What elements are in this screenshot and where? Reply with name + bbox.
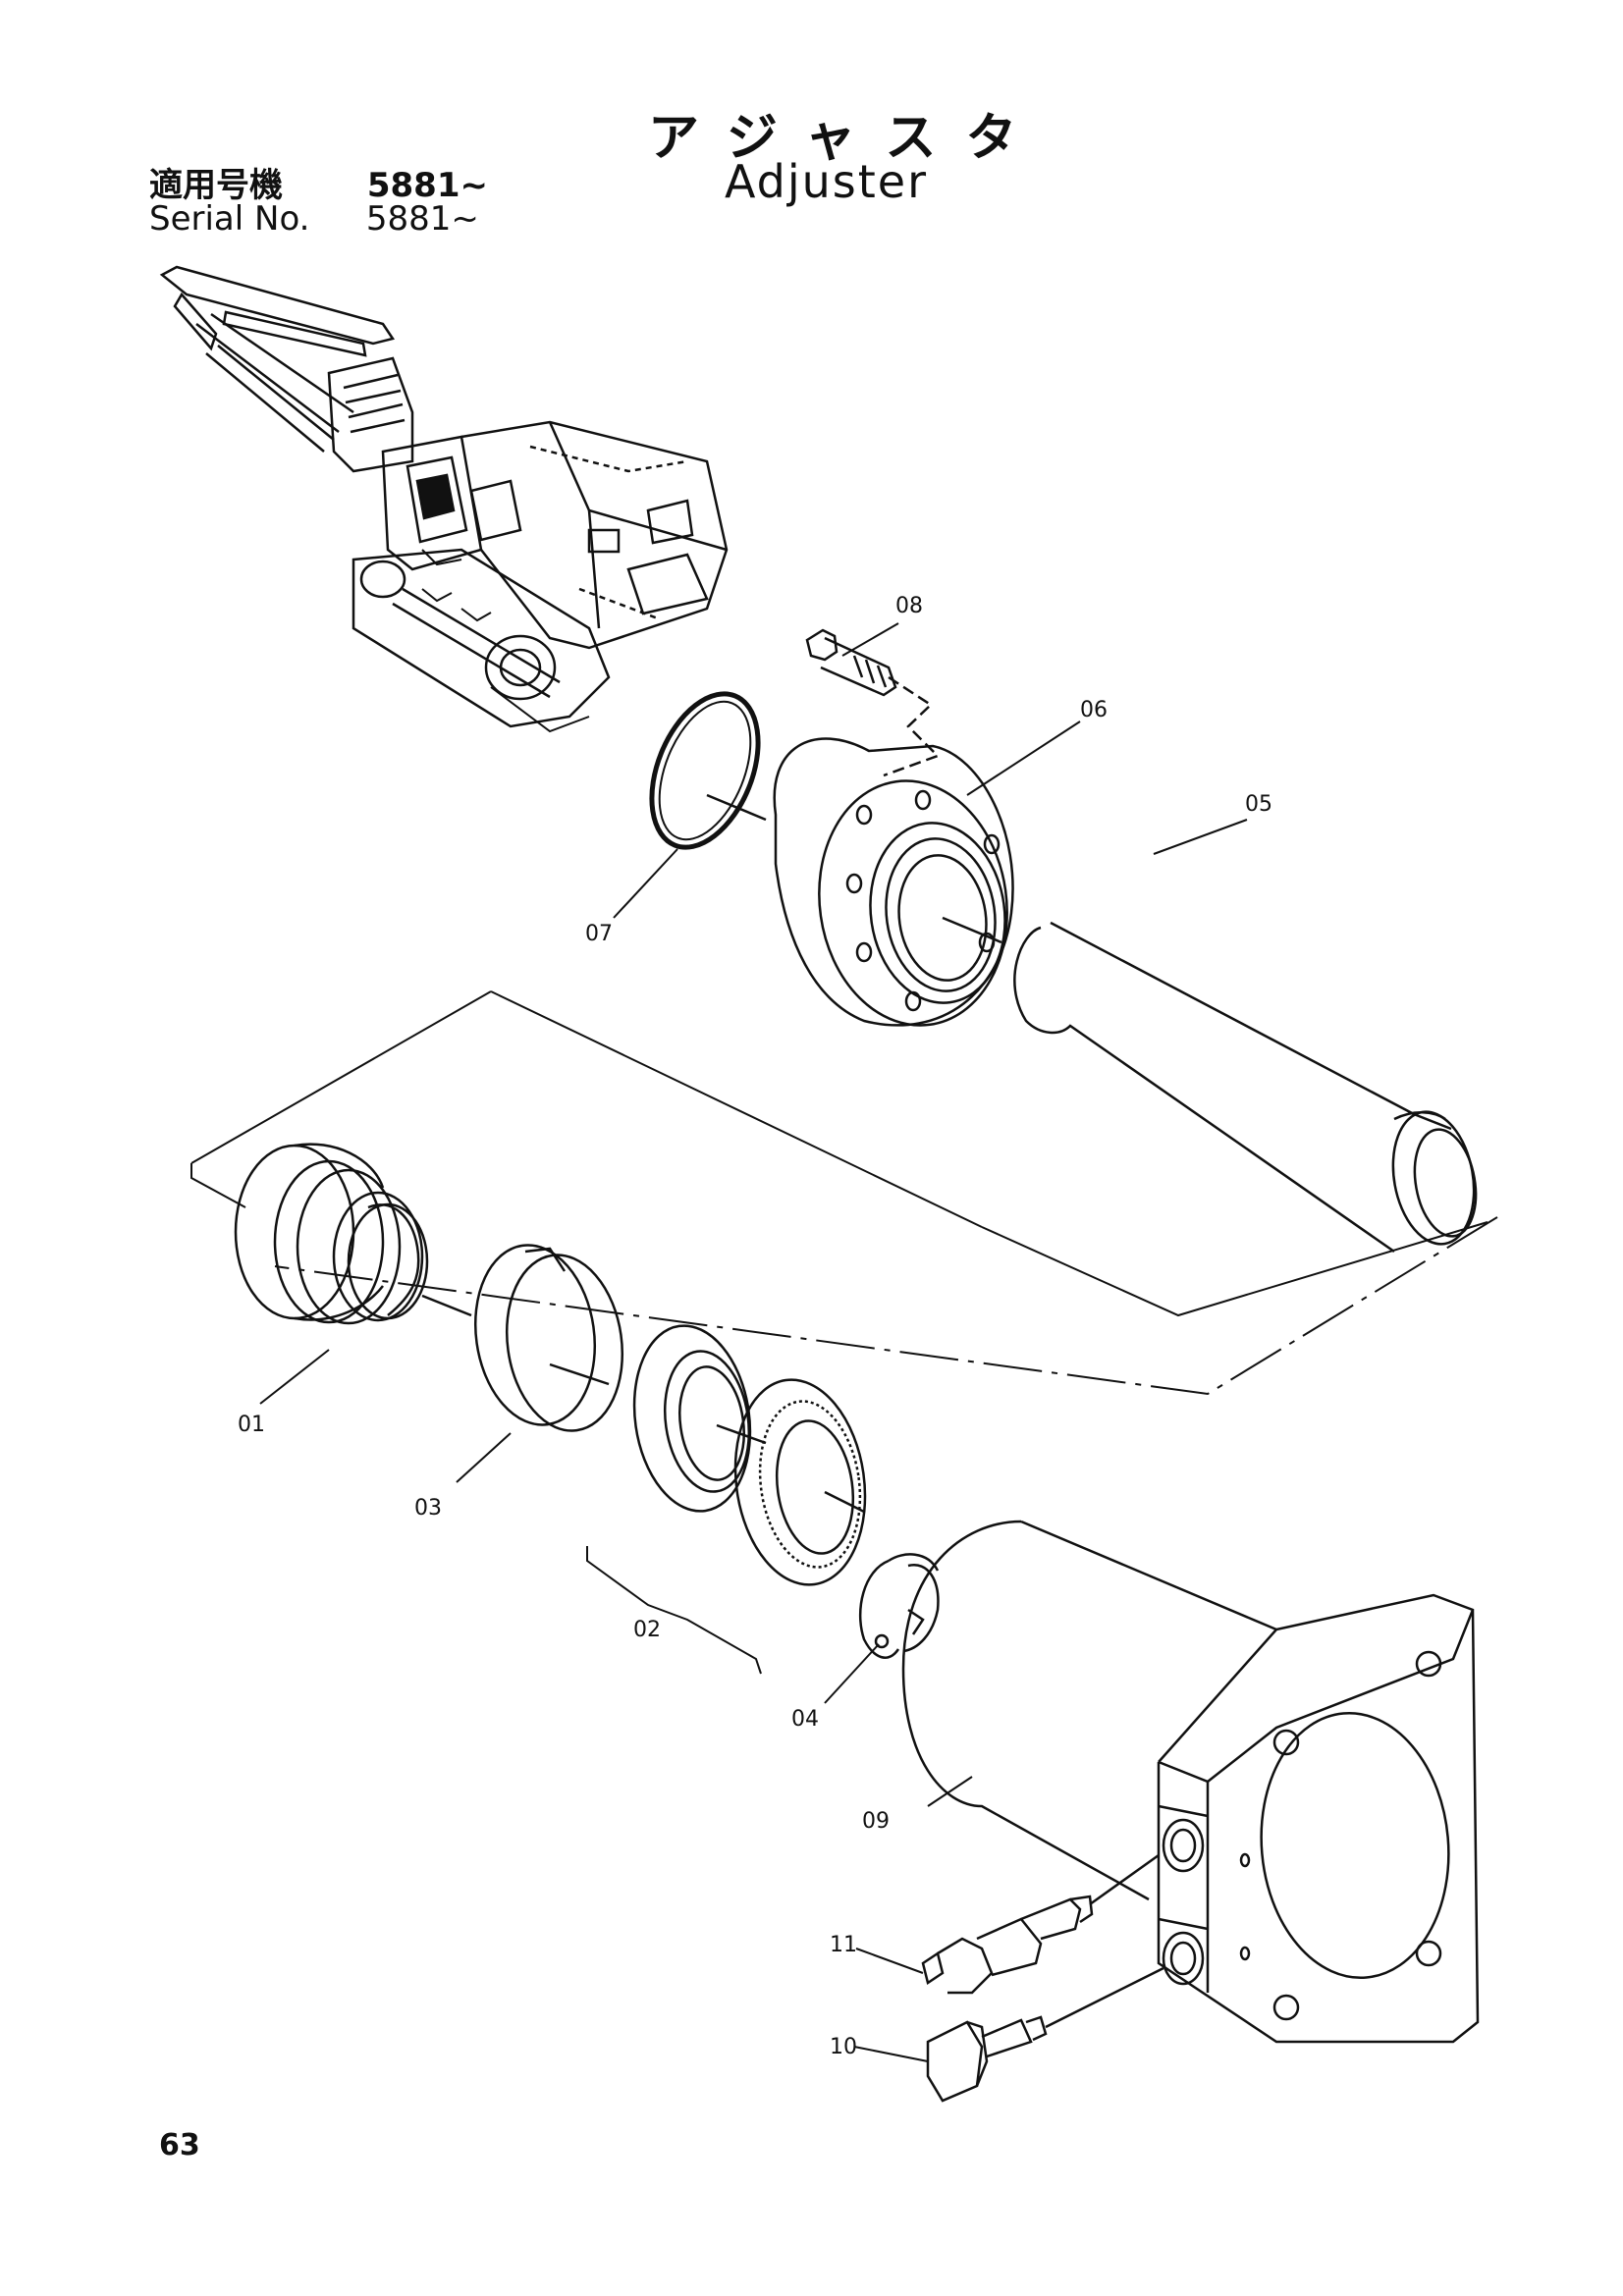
serial-label: Serial No. <box>149 199 310 239</box>
part-07-oring <box>649 691 767 850</box>
part-10-plug <box>926 1966 1164 2103</box>
leader-lines <box>259 622 1248 2062</box>
part-11-grease-fitting <box>921 1853 1160 1995</box>
callout-07: 07 <box>585 922 613 946</box>
title-english: Adjuster <box>725 155 929 208</box>
callout-06: 06 <box>1080 698 1108 722</box>
part-06-flange-housing <box>773 737 1014 1027</box>
part-02-seal <box>586 1324 867 1675</box>
part-05-rod <box>1013 921 1478 1254</box>
page-number: 63 <box>159 2128 200 2163</box>
callout-11: 11 <box>830 1933 857 1957</box>
callout-02: 02 <box>633 1618 661 1642</box>
excavator-thumbnail-icon <box>159 265 729 733</box>
callout-01: 01 <box>238 1413 265 1437</box>
callout-labels: 08 06 05 07 01 03 02 04 09 11 10 <box>238 594 1272 2059</box>
applicable-value: 5881~ <box>366 166 488 205</box>
callout-04: 04 <box>791 1707 819 1732</box>
part-01-piston <box>234 1143 472 1325</box>
part-09-cylinder-body <box>901 1520 1480 2044</box>
title-japanese: アジャスタ <box>648 109 1047 168</box>
callout-08: 08 <box>895 594 923 618</box>
serial-number-row: Serial No. 5881~ <box>149 202 479 236</box>
serial-value: 5881~ <box>365 199 479 239</box>
applicable-label: 適用号機 <box>149 166 283 205</box>
part-03-bushing <box>473 1244 624 1432</box>
part-04-snap-ring <box>859 1553 940 1659</box>
assembly-frame <box>190 990 1498 1396</box>
callout-03: 03 <box>414 1496 442 1521</box>
part-08-bolt <box>805 628 941 777</box>
callout-09: 09 <box>862 1809 890 1834</box>
callout-10: 10 <box>830 2035 857 2059</box>
callout-05: 05 <box>1245 792 1272 817</box>
applicable-machine-row: 適用号機 5881~ <box>149 169 488 202</box>
